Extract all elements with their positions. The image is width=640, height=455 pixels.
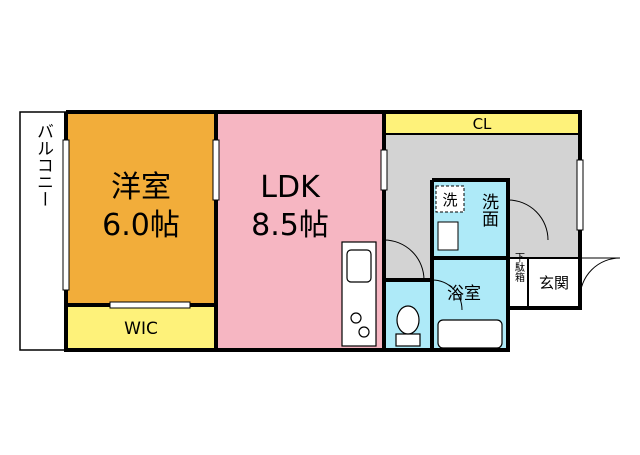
entrance-area [508, 258, 580, 308]
balcony-label: バルコニー [33, 123, 53, 208]
ldk-size: 8.5帖 [251, 208, 329, 243]
toilet-fixture [395, 305, 421, 347]
wic-area [66, 305, 216, 350]
bathroom-label: 浴室 [447, 284, 481, 304]
corridor-area [384, 134, 580, 180]
laundry-pan [435, 185, 465, 213]
ldk-name: LDK [260, 170, 321, 205]
closet-area [384, 112, 580, 134]
bathtub-fixture [437, 319, 503, 349]
western-room-size: 6.0帖 [102, 208, 180, 243]
kitchen-counter [341, 241, 377, 347]
windows [62, 139, 584, 309]
wash-basin [437, 221, 459, 251]
shoe-box-label: 下駄箱 [513, 252, 525, 283]
wic-label: WIC [124, 319, 158, 339]
laundry-label: 洗 [442, 191, 457, 209]
western-room [66, 112, 216, 305]
door-swings [383, 199, 621, 311]
closet-label: CL [473, 115, 492, 133]
western-room-name: 洋室 [111, 170, 171, 205]
entrance-label: 玄関 [539, 274, 569, 292]
corridor-area-3 [508, 180, 580, 258]
balcony-area [19, 111, 67, 351]
corridor-area-2 [384, 180, 432, 280]
washroom-label: 洗面 [478, 193, 499, 227]
